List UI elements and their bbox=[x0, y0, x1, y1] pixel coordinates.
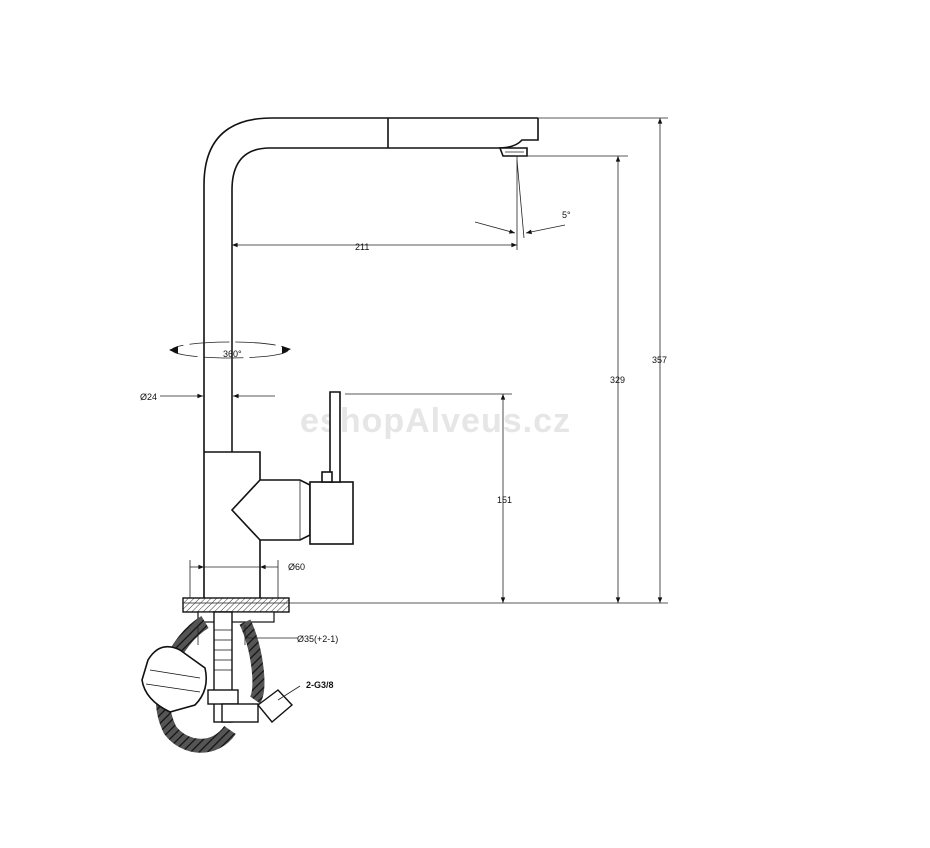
faucet-outline bbox=[203, 117, 539, 598]
dim-swivel: 360° bbox=[223, 349, 242, 359]
lever-knob bbox=[309, 481, 354, 545]
dim-total-height: 357 bbox=[652, 355, 667, 365]
base-assembly bbox=[141, 597, 294, 753]
watermark: eshopAlveus.cz bbox=[300, 402, 571, 440]
spout-inner bbox=[231, 147, 388, 452]
braided-hose-left bbox=[155, 616, 236, 753]
base-plate bbox=[182, 597, 290, 613]
spout-outer bbox=[203, 117, 538, 452]
dim-mounting-hole: Ø35(+2-1) bbox=[297, 634, 338, 644]
spray-head bbox=[387, 118, 539, 149]
dim-outlet-height: 329 bbox=[610, 375, 625, 385]
lever-handle bbox=[329, 391, 341, 483]
dim-connection: 2-G3/8 bbox=[306, 680, 334, 690]
dim-lever-height: 151 bbox=[497, 495, 512, 505]
dim-spray-angle: 5° bbox=[562, 210, 571, 220]
dim-spout-reach: 211 bbox=[355, 242, 369, 252]
hose-weight bbox=[141, 645, 208, 713]
dimension-lines bbox=[160, 117, 668, 701]
braided-hose-right bbox=[239, 619, 265, 704]
dim-spout-diameter: Ø24 bbox=[140, 392, 157, 402]
lever-cone bbox=[230, 479, 311, 541]
dim-body-diameter: Ø60 bbox=[288, 562, 305, 572]
dimension-labels: 211 5° 360° Ø24 151 329 357 Ø60 Ø35(+2-1… bbox=[140, 210, 667, 690]
